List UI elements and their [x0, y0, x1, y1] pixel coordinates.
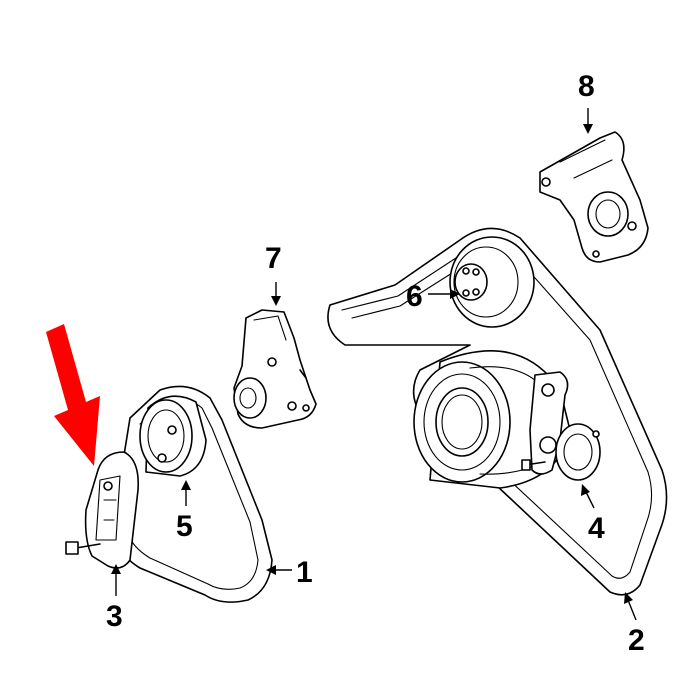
callout-5: 5 — [176, 510, 193, 543]
leader-lines — [111, 108, 637, 621]
callout-6: 6 — [406, 280, 423, 313]
callout-4: 4 — [588, 512, 605, 545]
tensioner-bracket — [539, 131, 649, 263]
callout-2: 2 — [628, 624, 645, 657]
belt-tensioner-middle — [233, 309, 317, 429]
belt-tensioner-right — [521, 371, 601, 481]
red-arrow-icon — [46, 324, 100, 466]
callout-1: 1 — [296, 556, 313, 589]
idler-pulley-upper — [449, 236, 535, 328]
callout-7: 7 — [265, 242, 282, 275]
idler-pulley-left — [139, 395, 207, 477]
callout-3: 3 — [106, 600, 123, 633]
callout-8: 8 — [578, 70, 595, 103]
belt-tensioner-left — [65, 451, 140, 569]
